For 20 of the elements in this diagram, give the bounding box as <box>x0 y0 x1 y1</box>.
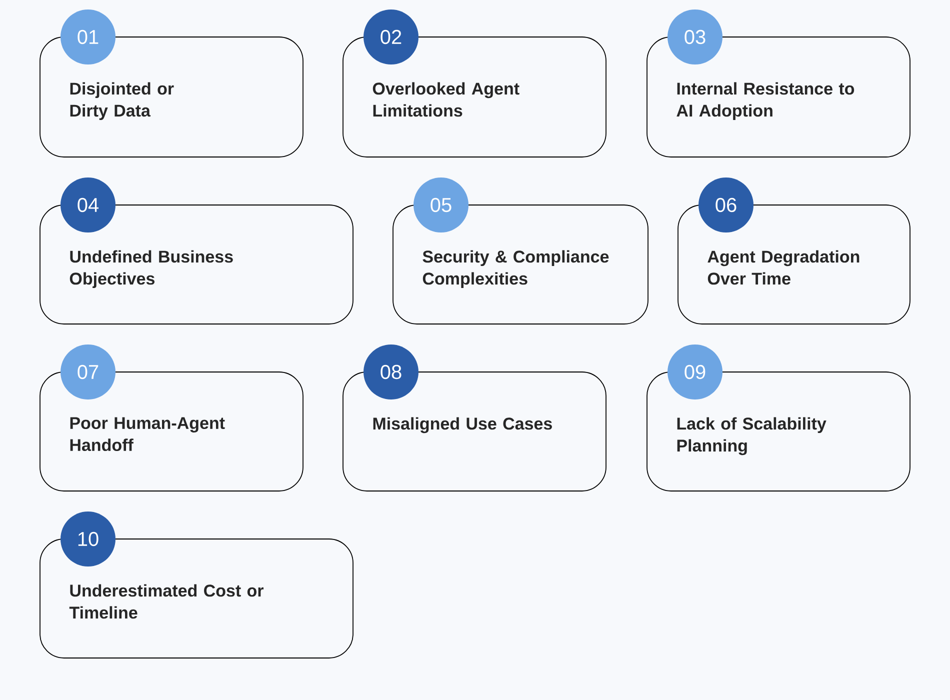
number-badge: 03 <box>668 10 722 64</box>
number-badge: 04 <box>60 178 116 232</box>
number-badge: 09 <box>668 344 722 400</box>
node-label: Undefined Business Objectives <box>70 250 233 288</box>
node-label: Lack of Scalability Planning <box>677 417 826 456</box>
number-badge: 06 <box>698 178 754 232</box>
number-badge: 05 <box>414 178 468 232</box>
node-label: Security & Compliance Complexities <box>422 250 609 288</box>
number-badge: 01 <box>60 10 116 64</box>
node-label: Underestimated Cost or Timeline <box>69 584 264 619</box>
node-label: Internal Resistance to AI Adoption <box>676 82 854 120</box>
node-label: Agent Degradation Over Time <box>708 250 860 285</box>
number-badge: 08 <box>364 344 418 400</box>
node-label: Disjointed or Dirty Data <box>70 82 174 120</box>
number-badge: 07 <box>60 344 116 400</box>
node-label: Overlooked Agent Limitations <box>372 82 520 117</box>
node-label: Poor Human-Agent Handoff <box>70 417 225 452</box>
node-label: Misaligned Use Cases <box>373 417 552 434</box>
number-badge: 02 <box>364 10 418 64</box>
number-badge: 10 <box>60 512 116 566</box>
